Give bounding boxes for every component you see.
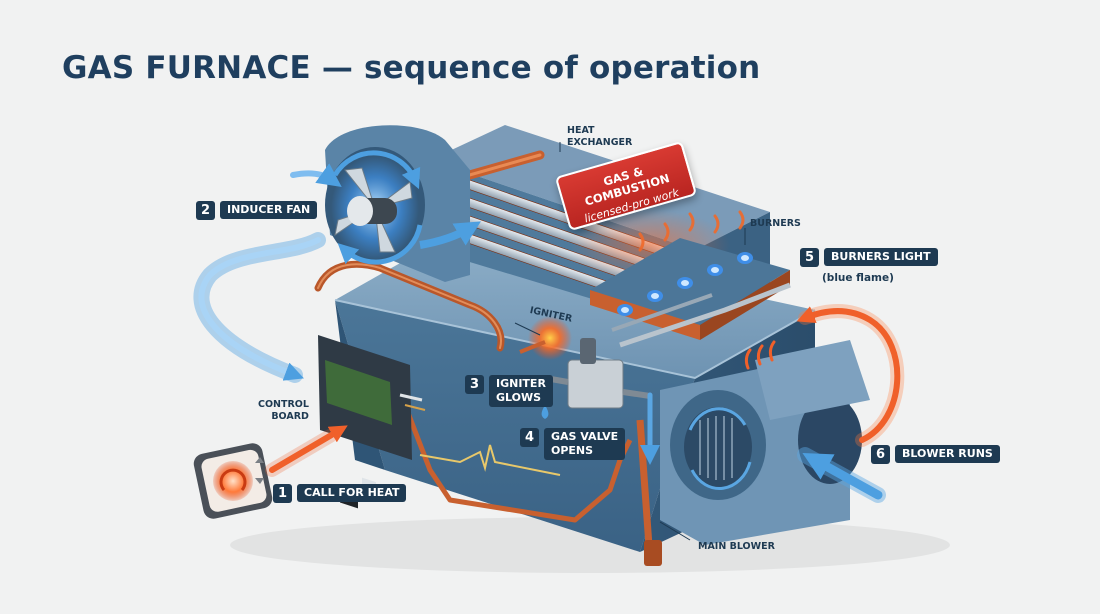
step-2-label: INDUCER FAN <box>220 201 318 219</box>
callout-control-board: CONTROL BOARD <box>258 399 309 422</box>
step-4-label: GAS VALVE OPENS <box>544 428 626 460</box>
step-3-igniter-glows: 3 IGNITER GLOWS <box>465 375 553 407</box>
step-4-number: 4 <box>520 428 539 447</box>
warm-air-loop <box>796 304 905 447</box>
gas-valve <box>544 338 651 409</box>
step-5-number: 5 <box>800 248 819 267</box>
step-1-number: 1 <box>273 484 292 503</box>
igniter-glow <box>528 316 572 360</box>
step-5-label: BURNERS LIGHT <box>824 248 938 266</box>
step-5-burners-light: 5 BURNERS LIGHT (blue flame) <box>800 248 938 284</box>
step-2-inducer-fan: 2 INDUCER FAN <box>196 201 318 220</box>
step-3-number: 3 <box>465 375 484 394</box>
heat-wave-arrows <box>744 340 776 370</box>
step-2-number: 2 <box>196 201 215 220</box>
burner-assembly <box>590 210 791 348</box>
step-1-call-for-heat: 1 CALL FOR HEAT <box>273 484 407 503</box>
step-5-note: (blue flame) <box>822 272 894 284</box>
gas-drop-icon <box>541 405 549 419</box>
step-6-label: BLOWER RUNS <box>895 445 1000 463</box>
step-1-label: CALL FOR HEAT <box>297 484 407 502</box>
callout-heat-exchanger: HEAT EXCHANGER <box>567 125 633 148</box>
air-flow-arrows <box>193 163 886 503</box>
main-blower <box>660 340 870 545</box>
thermostat <box>193 443 273 519</box>
inducer-fan <box>325 125 481 282</box>
step-6-number: 6 <box>871 445 890 464</box>
step-4-gas-valve-opens: 4 GAS VALVE OPENS <box>520 428 626 460</box>
callout-burners: BURNERS <box>750 218 801 229</box>
step-3-label: IGNITER GLOWS <box>489 375 553 407</box>
step-6-blower-runs: 6 BLOWER RUNS <box>871 445 1000 464</box>
leader-lines <box>514 142 746 541</box>
page-title: GAS FURNACE — sequence of operation <box>62 50 761 86</box>
callout-main-blower: MAIN BLOWER <box>698 541 775 552</box>
